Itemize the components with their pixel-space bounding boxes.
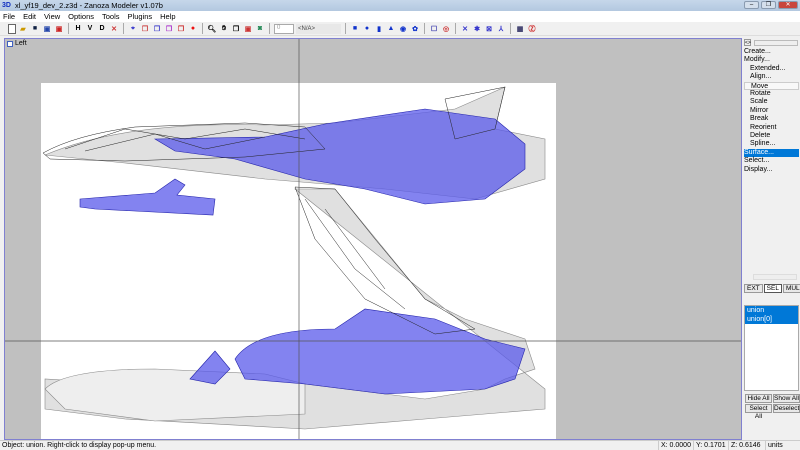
command-extended[interactable]: Extended... [750, 64, 786, 72]
cube-icon[interactable]: ❒ [141, 25, 149, 33]
command-create[interactable]: Create... [744, 48, 771, 55]
axes-icon[interactable]: ✕ [111, 25, 117, 33]
cube-icon[interactable]: ❒ [153, 25, 161, 33]
selection-name-field: <N/A> [296, 23, 341, 34]
command-delete[interactable]: Delete [750, 132, 771, 139]
cube-icon[interactable]: ❒ [177, 25, 185, 33]
camera-icon[interactable]: ◙ [257, 25, 263, 32]
panel-scroll-up-button[interactable] [754, 40, 798, 46]
horizontal-view-button[interactable]: H [75, 25, 81, 32]
plugin-z-icon[interactable]: Ⓩ [528, 25, 536, 33]
bend-icon[interactable]: ⊠ [486, 25, 492, 33]
viewport-label[interactable]: Left [7, 40, 27, 47]
status-message: Object: union. Right-click to display po… [2, 442, 157, 449]
units-label: units [765, 441, 783, 450]
panel-scroll-down-button[interactable] [753, 274, 797, 280]
command-break[interactable]: Break [750, 115, 769, 123]
torus-primitive-icon[interactable]: ◉ [399, 25, 407, 33]
save-icon[interactable]: ■ [32, 25, 38, 32]
axis-icon[interactable]: ⅄ [498, 25, 504, 33]
render-sphere-icon[interactable]: ● [190, 25, 196, 32]
panel-toggle-icon[interactable]: <> [744, 39, 751, 46]
viewport-left[interactable]: Left [4, 38, 742, 440]
command-surface[interactable]: Surface... [744, 148, 799, 157]
sphere-primitive-icon[interactable]: ● [364, 25, 370, 32]
command-display[interactable]: Display... [744, 165, 773, 173]
deselect-button[interactable]: Deselect [773, 404, 800, 413]
cube-icon[interactable]: ❒ [165, 25, 173, 33]
list-item[interactable]: union[0] [745, 315, 798, 324]
app-logo: 3D [2, 2, 11, 9]
circle-select-icon[interactable]: ◎ [442, 25, 450, 33]
save-as-icon[interactable]: ▣ [43, 25, 51, 33]
close-button[interactable]: ✕ [778, 1, 798, 9]
zoom-extents-icon[interactable]: ▣ [244, 25, 252, 33]
tab-ext[interactable]: EXT [744, 284, 763, 293]
menu-file[interactable]: File [3, 12, 16, 21]
new-file-icon[interactable] [8, 23, 16, 34]
title-bar: 3D xl_yf19_dev_2.z3d - Zanoza Modeler v1… [0, 0, 800, 11]
menu-view[interactable]: View [44, 12, 61, 21]
command-panel: <> Create...Modify...Extended...Align...… [743, 38, 800, 440]
command-align[interactable]: Align... [750, 73, 772, 81]
command-rotate[interactable]: Rotate [750, 90, 771, 97]
list-item[interactable]: union [745, 306, 798, 315]
box-primitive-icon[interactable]: ■ [352, 25, 358, 32]
coord-z: Z: 0.6146 [728, 441, 761, 450]
select-all-button[interactable]: Select All [745, 404, 772, 420]
cone-primitive-icon[interactable]: ▲ [387, 25, 395, 32]
coord-y: Y: 0.1701 [693, 441, 726, 450]
vertex-select-icon[interactable]: ⌖ [131, 24, 135, 32]
viewport-menu-icon[interactable] [7, 40, 13, 47]
status-bar: Object: union. Right-click to display po… [0, 440, 800, 450]
transform-icon[interactable]: ✕ [462, 25, 468, 33]
toolbar: ▰ ■ ▣ ▣ H V D ✕ ⌖ ❒ ❒ ❒ ❒ ● 🔍︎ ✋︎ ❒ ▣ ◙ … [0, 22, 800, 36]
menu-tools[interactable]: Tools [102, 12, 120, 21]
revert-icon[interactable]: ▣ [55, 25, 63, 33]
wireframe-mesh [42, 86, 506, 335]
rectangle-select-icon[interactable]: ☐ [430, 25, 438, 33]
command-spline[interactable]: Spline... [750, 140, 776, 148]
menu-options[interactable]: Options [68, 12, 95, 21]
command-move[interactable]: Move [744, 81, 799, 90]
command-select[interactable]: Select... [744, 157, 770, 165]
hand-pan-icon[interactable]: ✋︎ [222, 24, 226, 32]
box-view-icon[interactable]: ❒ [232, 25, 240, 33]
command-scale[interactable]: Scale [750, 98, 768, 106]
menu-help[interactable]: Help [160, 12, 176, 21]
hide-all-button[interactable]: Hide All [745, 394, 772, 403]
selected-mesh [79, 108, 526, 395]
menu-plugins[interactable]: Plugins [127, 12, 153, 21]
window-title: xl_yf19_dev_2.z3d - Zanoza Modeler v1.07… [14, 1, 163, 10]
open-folder-icon[interactable]: ▰ [20, 25, 26, 33]
star-transform-icon[interactable]: ✱ [474, 25, 480, 33]
viewport-name: Left [15, 40, 27, 47]
cylinder-primitive-icon[interactable]: ▮ [377, 25, 381, 33]
vertical-view-button[interactable]: V [87, 25, 93, 32]
show-all-button[interactable]: Show All [773, 394, 800, 403]
zoom-icon[interactable]: 🔍︎ [207, 25, 217, 33]
menu-edit[interactable]: Edit [23, 12, 37, 21]
command-modify[interactable]: Modify... [744, 56, 770, 64]
minimize-button[interactable]: – [744, 1, 759, 9]
menu-bar: File Edit View Options Tools Plugins Hel… [0, 11, 800, 22]
tab-sel[interactable]: SEL [763, 284, 782, 293]
command-reorient[interactable]: Reorient [750, 123, 777, 131]
depth-view-button[interactable]: D [99, 25, 105, 32]
maximize-button[interactable]: ❐ [761, 1, 776, 9]
command-mirror[interactable]: Mirror [750, 106, 769, 114]
value-spinner[interactable]: 0 [274, 23, 294, 34]
tab-mul[interactable]: MUL [782, 284, 800, 293]
mesh-icon[interactable]: ▦ [516, 25, 524, 33]
coord-x: X: 0.0000 [658, 441, 691, 450]
object-list[interactable]: union union[0] [744, 305, 799, 391]
scene-canvas[interactable] [5, 39, 742, 440]
tube-primitive-icon[interactable]: ✿ [412, 25, 418, 33]
